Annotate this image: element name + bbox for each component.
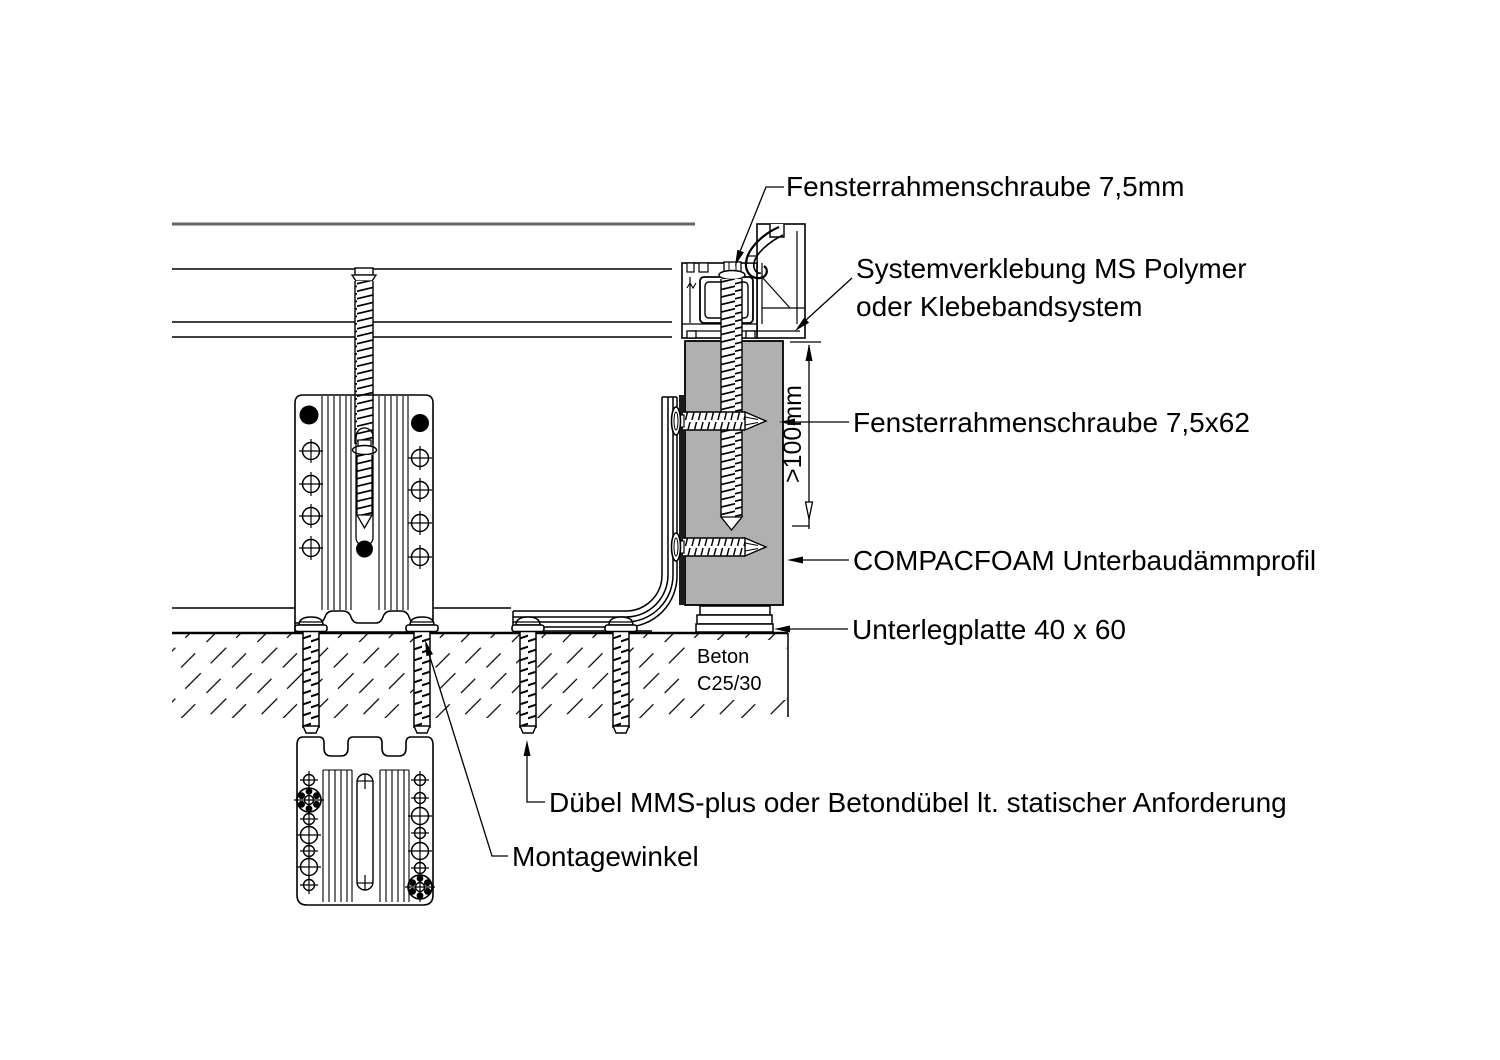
label-screw-top: Fensterrahmenschraube 7,5mm (786, 171, 1184, 202)
label-adhesive-1: Systemverklebung MS Polymer (856, 253, 1247, 284)
label-shim: Unterlegplatte 40 x 60 (852, 614, 1126, 645)
bracket-hole-filled (411, 414, 429, 432)
concrete-label-line2: C25/30 (697, 673, 762, 695)
bracket-hole-filled (356, 540, 373, 558)
material-mark (686, 281, 697, 290)
shim-plates (695, 605, 774, 633)
concrete-slab: Beton C25/30 (172, 631, 789, 718)
label-anchor: Dübel MMS-plus oder Betondübel lt. stati… (549, 787, 1287, 818)
window-frame-profile (681, 223, 806, 339)
adhesive-strip (679, 395, 685, 605)
annotations: Fensterrahmenschraube 7,5mm Systemverkle… (425, 171, 1316, 872)
mounting-bracket-front-view (294, 394, 434, 633)
label-foam: COMPACFOAM Unterbaudämmprofil (853, 545, 1316, 576)
dimension-label: >100mm (779, 385, 807, 483)
label-bracket: Montagewinkel (512, 841, 699, 872)
frame-screw-elevation (350, 267, 378, 530)
label-adhesive-2: oder Klebebandsystem (856, 291, 1142, 322)
mounting-bracket-side-view (512, 396, 678, 632)
frame-screw-section (718, 261, 746, 532)
concrete-label-line1: Beton (697, 646, 749, 668)
label-screw-side: Fensterrahmenschraube 7,5x62 (853, 407, 1250, 438)
dimension-100mm: >100mm (779, 341, 821, 529)
bracket-hole-filled (299, 405, 319, 425)
mounting-bracket-bottom-view (293, 736, 436, 906)
window-elevation-lines (172, 222, 695, 609)
gasket-hook (744, 225, 780, 280)
concrete-label-patch (688, 640, 786, 700)
